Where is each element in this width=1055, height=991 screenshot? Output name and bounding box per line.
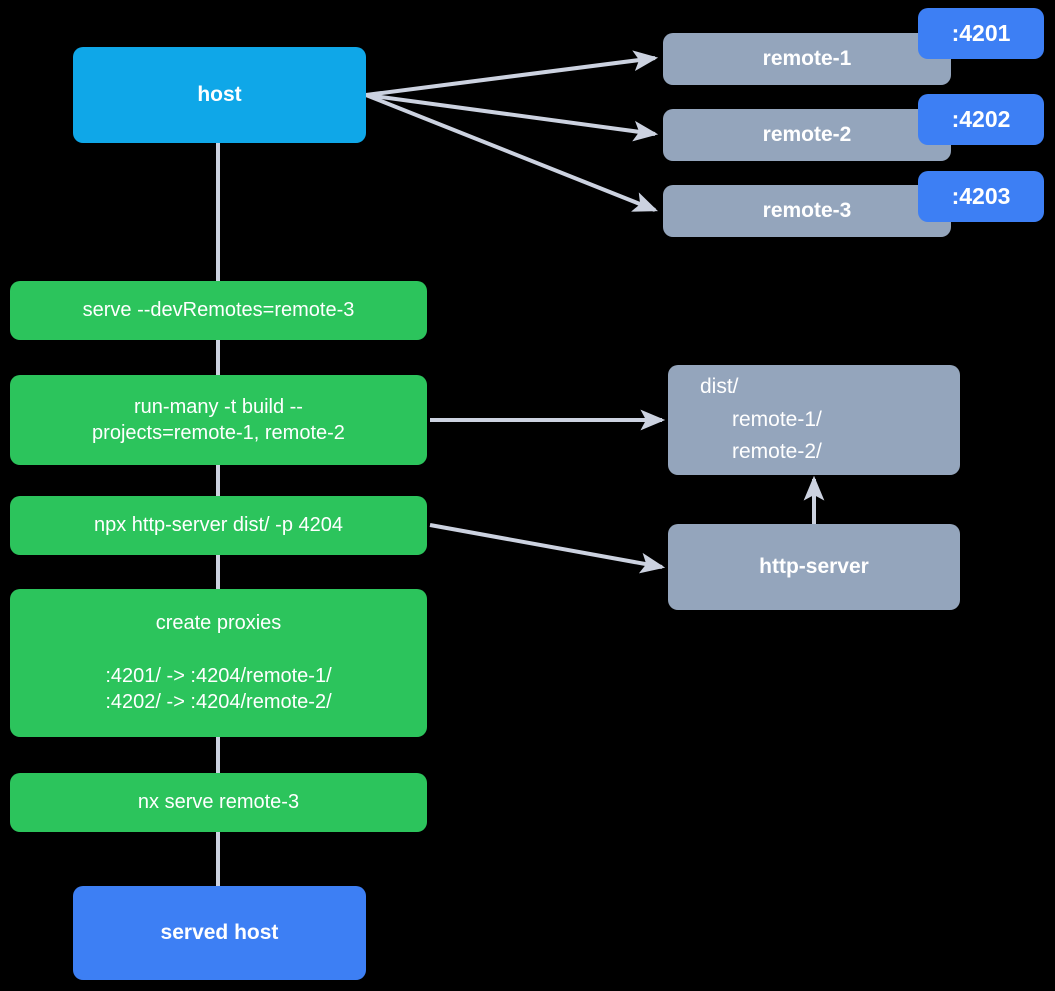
- edge-host-to-remote-3: [365, 93, 658, 212]
- node-remote-3[interactable]: remote-3: [663, 185, 951, 237]
- port-badge-remote-3[interactable]: :4203: [918, 171, 1044, 222]
- node-host[interactable]: host: [73, 47, 366, 143]
- node-http-server[interactable]: http-server: [668, 524, 960, 610]
- node-command-serve-devremotes[interactable]: serve --devRemotes=remote-3: [10, 281, 427, 340]
- dist-children-label: remote-1/ remote-2/: [732, 407, 822, 464]
- node-command-nx-serve-remote-3[interactable]: nx serve remote-3: [10, 773, 427, 832]
- port-badge-remote-2[interactable]: :4202: [918, 94, 1044, 145]
- node-remote-2[interactable]: remote-2: [663, 109, 951, 161]
- node-command-create-proxies[interactable]: create proxies :4201/ -> :4204/remote-1/…: [10, 589, 427, 737]
- node-command-run-many-build[interactable]: run-many -t build -- projects=remote-1, …: [10, 375, 427, 465]
- node-served-host[interactable]: served host: [73, 886, 366, 980]
- port-badge-remote-1[interactable]: :4201: [918, 8, 1044, 59]
- edge-host-to-remote-1: [365, 50, 659, 97]
- edge-npx-to-http-server: [429, 523, 666, 574]
- node-command-npx-http-server[interactable]: npx http-server dist/ -p 4204: [10, 496, 427, 555]
- node-remote-1[interactable]: remote-1: [663, 33, 951, 85]
- node-dist-directory[interactable]: dist/ remote-1/ remote-2/: [668, 365, 960, 475]
- dist-root-label: dist/: [700, 375, 739, 399]
- edge-host-to-remote-2: [365, 93, 659, 142]
